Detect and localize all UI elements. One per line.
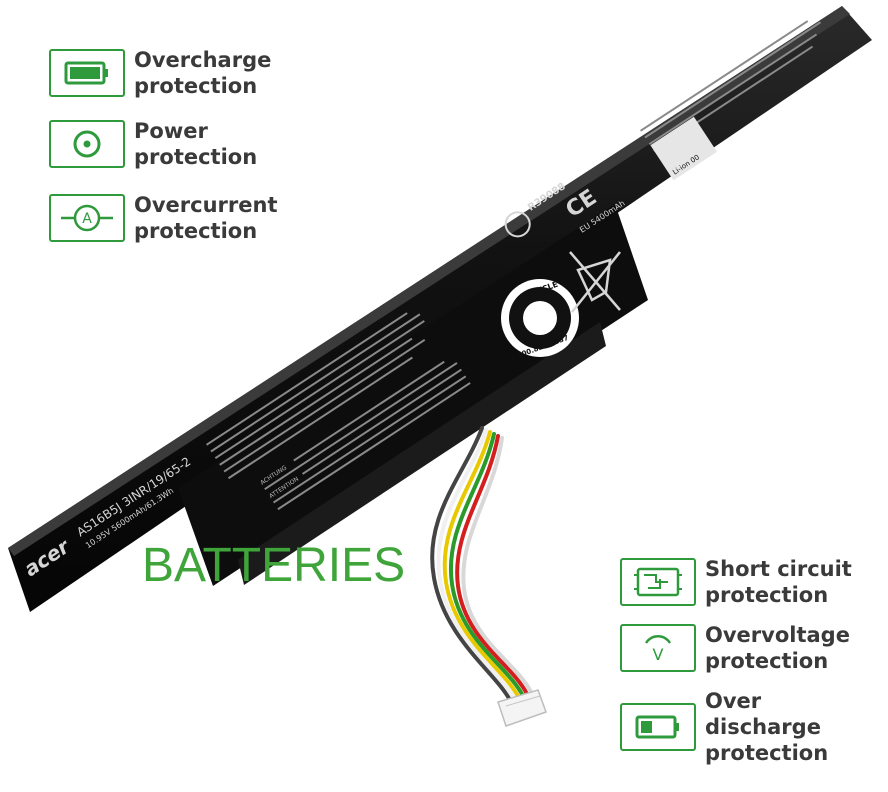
svg-text:V: V — [653, 645, 664, 664]
battery-pack-photo: acer AS16B5J 3INR/19/65-2 10.95V 5600mAh… — [8, 6, 872, 727]
feature-icon-box: A — [49, 194, 125, 242]
feature-icon-box — [49, 120, 125, 168]
feature-icon-box — [620, 703, 696, 751]
weee-bin-icon — [569, 251, 621, 313]
watermark-text: BATTERIES — [142, 539, 406, 592]
svg-text:A: A — [82, 211, 92, 227]
feature-icon-box — [620, 558, 696, 606]
power-icon — [73, 130, 101, 158]
feature-icon-box — [49, 49, 125, 97]
wire-harness — [430, 426, 533, 704]
ammeter-icon: A — [61, 204, 113, 232]
circuit-board-icon — [634, 567, 682, 597]
recycle-seal: RECYCLE 1.800.822.8837 — [501, 279, 579, 362]
battery-body — [8, 6, 872, 612]
wire-connector — [497, 689, 547, 727]
voltage-v-icon: V — [644, 634, 672, 664]
battery-low-icon — [635, 715, 679, 739]
feature-icon-box: V — [620, 624, 696, 672]
battery-full-icon — [64, 61, 108, 85]
